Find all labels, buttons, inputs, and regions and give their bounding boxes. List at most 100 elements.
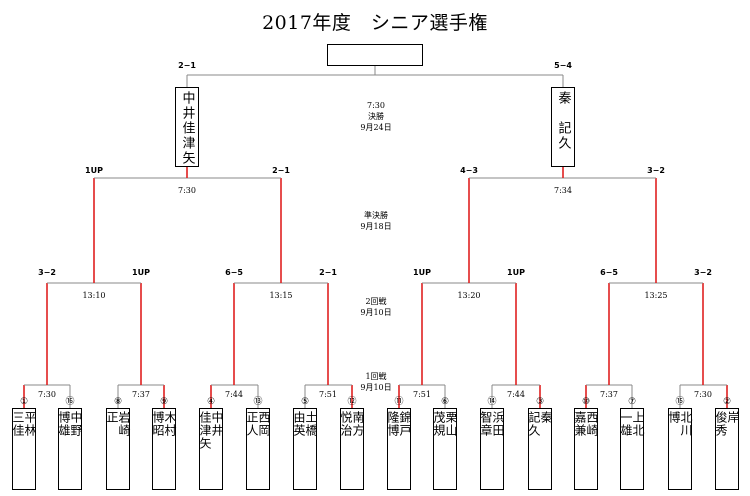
player-1-surname: 平林 [23, 411, 37, 437]
player-12-surname: 秦 [539, 411, 553, 424]
r2m1-left-score: 3−2 [38, 268, 56, 277]
r2m2-right-score: 2−1 [319, 268, 337, 277]
final-label: 決勝 [368, 112, 384, 121]
player-8-seed: ⑫ [347, 397, 357, 407]
player-3-given: 正 [105, 411, 119, 424]
player-6-given: 正人 [245, 411, 259, 437]
player-12-box: 秦 記久 [527, 408, 553, 490]
player-3-box: 岩崎 正 [105, 408, 131, 490]
player-1-given: 三佳 [11, 411, 25, 437]
page-title: 2017年度 シニア選手権 [262, 12, 488, 34]
player-7-box: 土橋 由英 [292, 408, 318, 490]
r2m3-right-score: 1UP [507, 268, 525, 277]
player-14-given: 一雄 [619, 411, 633, 437]
player-9-surname: 錦戸 [398, 411, 412, 437]
player-6-box: 西岡 正人 [245, 408, 271, 490]
semifinal-date: 9月18日 [360, 222, 392, 231]
player-13-seed: ⑩ [581, 397, 591, 407]
player-13-box: 西崎 嘉兼 [573, 408, 599, 490]
semifinal-label: 準決勝 [364, 211, 388, 220]
player-2-box: 中野 博雄 [57, 408, 83, 490]
player-10-given: 茂規 [432, 411, 446, 437]
player-1-box: 平林 三佳 [11, 408, 37, 490]
right-finalist-name: 秦 記久 [555, 91, 571, 151]
r2m3-time: 13:20 [457, 291, 481, 300]
r1m4-time: 7:51 [319, 390, 337, 399]
player-10-seed: ⑥ [440, 397, 450, 407]
player-10-surname: 栗山 [444, 411, 458, 437]
player-8-given: 悦治 [339, 411, 353, 437]
r1m3-time: 7:44 [225, 390, 243, 399]
player-12-given: 記久 [527, 411, 541, 437]
final-date: 9月24日 [360, 123, 392, 132]
final-right-score: 5−4 [554, 61, 572, 70]
player-4-seed: ⑨ [159, 397, 169, 407]
r2m2-time: 13:15 [269, 291, 293, 300]
player-16-given: 俊秀 [714, 411, 728, 437]
player-6-seed: ⑬ [253, 397, 263, 407]
player-4-box: 木村 博昭 [151, 408, 177, 490]
player-13-surname: 西崎 [585, 411, 599, 437]
player-11-box: 浜田 智章 [479, 408, 505, 490]
r1m1-time: 7:30 [38, 390, 56, 399]
r1m2-time: 7:37 [132, 390, 150, 399]
round1-label: 1回戦 [365, 372, 387, 381]
semi1-time: 7:30 [178, 186, 196, 195]
r2m4-right-score: 3−2 [694, 268, 712, 277]
player-4-given: 博昭 [151, 411, 165, 437]
player-14-surname: 上北 [631, 411, 645, 437]
player-2-surname: 中野 [69, 411, 83, 437]
final-time: 7:30 [367, 101, 385, 110]
player-3-seed: ⑧ [113, 397, 123, 407]
player-16-seed: ② [722, 397, 732, 407]
round1-date: 9月10日 [360, 383, 392, 392]
player-7-seed: ⑤ [300, 397, 310, 407]
round1-info: 1回戦 9月10日 [360, 371, 391, 393]
player-8-surname: 南方 [351, 411, 365, 437]
player-12-seed: ③ [535, 397, 545, 407]
player-11-surname: 浜田 [491, 411, 505, 437]
semifinal-info: 準決勝 9月18日 [360, 210, 391, 232]
player-9-box: 錦戸 隆博 [386, 408, 412, 490]
player-15-box: 北川 博 [667, 408, 693, 490]
player-5-seed: ④ [206, 397, 216, 407]
semi1-right-score: 2−1 [272, 166, 290, 175]
r1m6-time: 7:44 [507, 390, 525, 399]
player-15-given: 博 [667, 411, 681, 424]
player-7-given: 由英 [292, 411, 306, 437]
player-9-seed: ⑪ [394, 397, 404, 407]
round2-date: 9月10日 [360, 308, 392, 317]
player-3-surname: 岩崎 [117, 411, 131, 437]
player-6-surname: 西岡 [257, 411, 271, 437]
left-finalist-box: 中井佳津矢 [175, 87, 199, 167]
player-2-given: 博雄 [57, 411, 71, 437]
r2m1-time: 13:10 [82, 291, 106, 300]
champion-box [327, 44, 423, 66]
player-1-seed: ① [19, 397, 29, 407]
player-11-given: 智章 [479, 411, 493, 437]
player-14-seed: ⑦ [627, 397, 637, 407]
right-finalist-box: 秦 記久 [551, 87, 575, 167]
player-16-surname: 岸 [726, 411, 740, 424]
player-9-given: 隆博 [386, 411, 400, 437]
r2m4-time: 13:25 [644, 291, 668, 300]
player-10-box: 栗山 茂規 [432, 408, 458, 490]
player-13-given: 嘉兼 [573, 411, 587, 437]
final-info: 7:30 決勝 9月24日 [360, 100, 391, 133]
semi2-time: 7:34 [554, 186, 572, 195]
player-5-given: 佳津矢 [198, 411, 212, 450]
player-14-box: 上北 一雄 [619, 408, 645, 490]
semi1-left-score: 1UP [85, 166, 103, 175]
left-finalist-name: 中井佳津矢 [179, 91, 195, 166]
r1m7-time: 7:37 [600, 390, 618, 399]
player-15-seed: ⑮ [675, 397, 685, 407]
player-16-box: 岸 俊秀 [714, 408, 740, 490]
r1m8-time: 7:30 [694, 390, 712, 399]
player-8-box: 南方 悦治 [339, 408, 365, 490]
player-11-seed: ⑭ [487, 397, 497, 407]
player-4-surname: 木村 [163, 411, 177, 437]
r2m4-left-score: 6−5 [600, 268, 618, 277]
semi2-right-score: 3−2 [647, 166, 665, 175]
player-7-surname: 土橋 [304, 411, 318, 437]
